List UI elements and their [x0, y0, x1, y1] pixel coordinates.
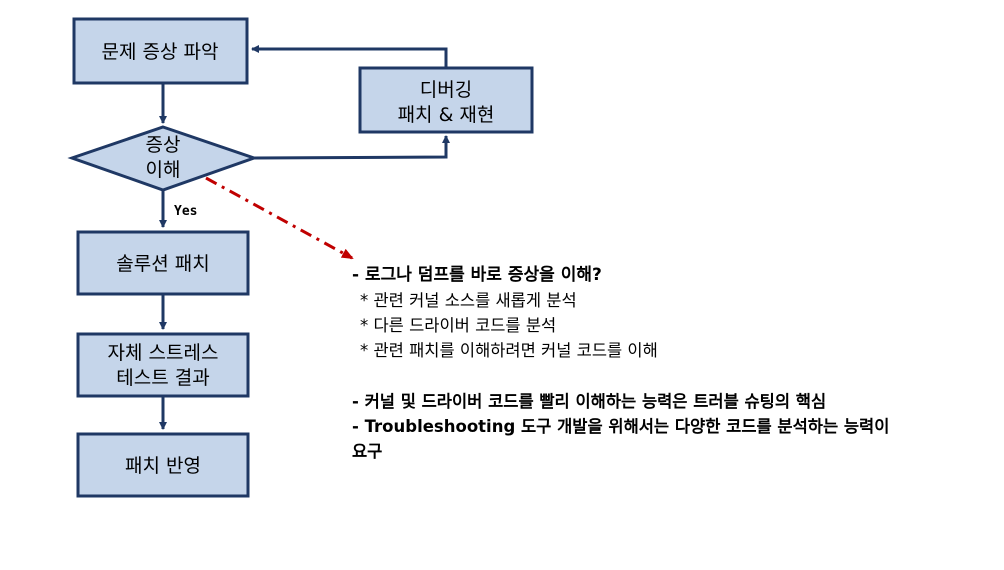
notes-spacer: [352, 363, 1002, 389]
step-stress-label-line2: 테스트 결과: [116, 367, 209, 389]
step-identify-box: 문제 증상 파악: [72, 17, 249, 85]
decision-diamond: 증상 이해: [67, 125, 259, 192]
notes-point-2-cont: 요구: [352, 442, 383, 461]
step-stress-box: 자체 스트레스 테스트 결과: [76, 332, 250, 398]
dashed-callout-arrow: [205, 176, 354, 260]
notes-point-2: - Troubleshooting 도구 개발을 위해서는 다양한 코드를 분석…: [352, 417, 890, 436]
step-solution-label: 솔루션 패치: [116, 253, 209, 275]
decision-label-line2: 이해: [146, 159, 181, 181]
arrow-decision-to-debug: [253, 135, 450, 160]
notes-question: - 로그나 덤프를 바로 증상을 이해?: [352, 265, 602, 285]
step-debug-label-line1: 디버깅: [420, 79, 472, 101]
step-debug-box: 디버깅 패치 & 재현: [358, 66, 534, 134]
notes-item: * 다른 드라이버 코드를 분석: [360, 316, 557, 335]
step-stress-label-line1: 자체 스트레스: [108, 342, 219, 364]
notes-point-1: - 커널 및 드라이버 코드를 빨리 이해하는 능력은 트러블 슈팅의 핵심: [352, 392, 827, 411]
decision-label-line1: 증상: [146, 134, 181, 156]
notes-item: * 관련 커널 소스를 새롭게 분석: [360, 291, 577, 310]
step-identify-label: 문제 증상 파악: [102, 41, 219, 63]
yes-label: Yes: [174, 204, 197, 219]
step-solution-box: 솔루션 패치: [76, 230, 250, 296]
step-apply-box: 패치 반영: [76, 432, 250, 498]
step-debug-label-line2: 패치 & 재현: [398, 104, 495, 126]
notes-panel: - 로그나 덤프를 바로 증상을 이해? * 관련 커널 소스를 새롭게 분석 …: [352, 262, 1002, 464]
arrow-debug-to-identify: [251, 45, 448, 68]
notes-item: * 관련 패치를 이해하려면 커널 코드를 이해: [360, 341, 658, 360]
step-apply-label: 패치 반영: [125, 455, 201, 477]
